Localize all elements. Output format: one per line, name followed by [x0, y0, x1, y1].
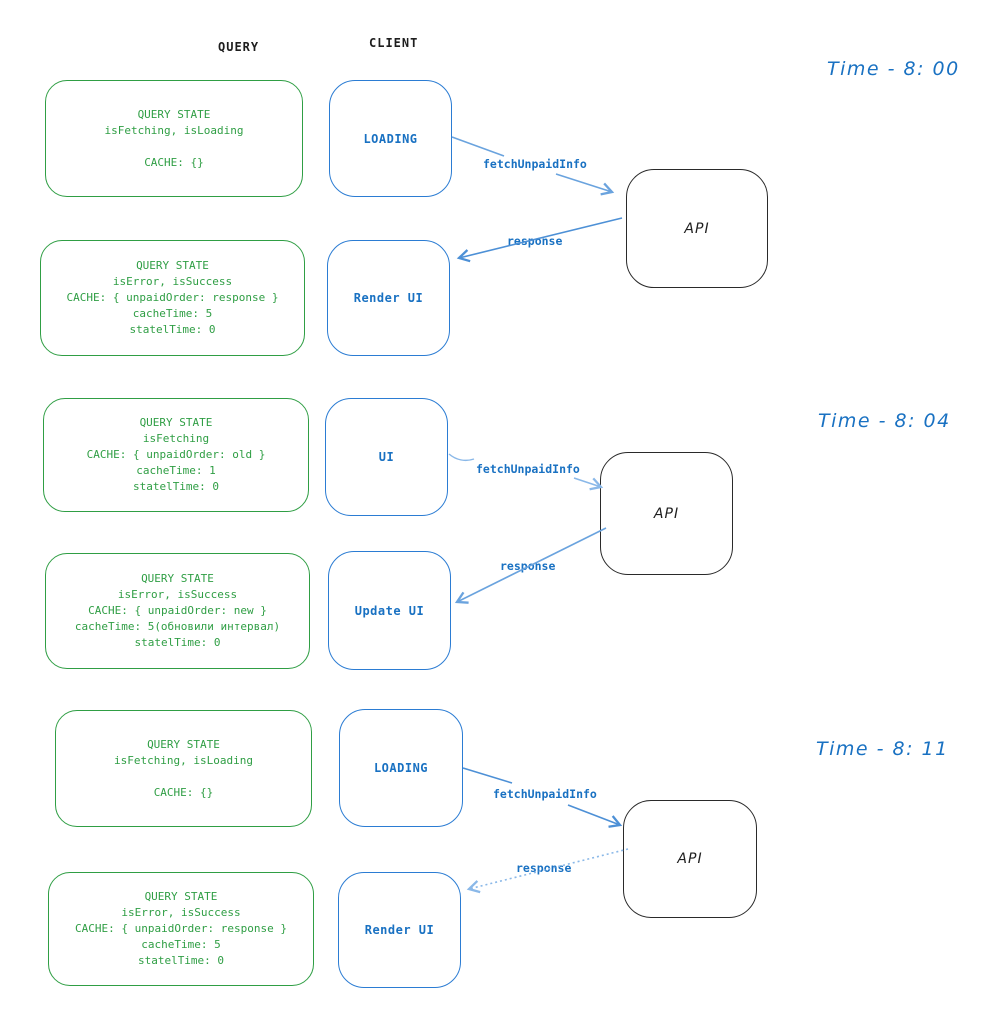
- time-label-804: Time - 8: 04: [818, 410, 951, 432]
- time-label-811: Time - 8: 11: [816, 738, 949, 760]
- query-state-box: QUERY STATE isFetching, isLoading CACHE:…: [55, 710, 312, 827]
- query-state-line: cacheTime: 5(обновили интервал): [74, 620, 281, 633]
- client-box-label: Render UI: [364, 923, 435, 937]
- query-state-line: QUERY STATE: [137, 107, 211, 121]
- query-state-line: isError, isSuccess: [121, 906, 241, 919]
- query-state-box: QUERY STATE isError, isSuccess CACHE: { …: [40, 240, 305, 356]
- query-state-box: QUERY STATE isFetching, isLoading CACHE:…: [45, 80, 303, 197]
- query-state-line: statelTime: 0: [132, 480, 220, 493]
- query-state-line: cacheTime: 1: [136, 464, 216, 477]
- query-state-line: QUERY STATE: [139, 416, 213, 429]
- api-box-label: API: [653, 505, 680, 522]
- fetch-arrow-label: fetchUnpaidInfo: [491, 787, 599, 801]
- query-state-line: CACHE: {}: [153, 785, 214, 799]
- query-state-box: QUERY STATE isFetching CACHE: { unpaidOr…: [43, 398, 309, 512]
- query-state-line: CACHE: { unpaidOrder: new }: [88, 604, 267, 617]
- query-state-line: cacheTime: 5: [141, 938, 221, 951]
- api-box-label: API: [684, 220, 710, 237]
- api-box: API: [600, 452, 733, 575]
- query-state-line: isError, isSuccess: [117, 588, 238, 601]
- client-box-ui: UI: [325, 398, 448, 516]
- response-arrow-label: response: [514, 861, 574, 875]
- query-state-line: isFetching, isLoading: [113, 753, 254, 767]
- fetch-arrow-head: [573, 477, 604, 491]
- query-state-line: QUERY STATE: [144, 890, 218, 903]
- query-state-line: statelTime: 0: [129, 323, 216, 336]
- query-state-line: CACHE: { unpaidOrder: response }: [66, 291, 279, 304]
- query-state-box: QUERY STATE isError, isSuccess CACHE: { …: [48, 872, 314, 986]
- fetch-arrow: [451, 136, 505, 157]
- api-box-label: API: [677, 851, 703, 867]
- api-box: API: [623, 800, 757, 918]
- query-state-line: QUERY STATE: [147, 737, 220, 751]
- query-state-line: statelTime: 0: [134, 636, 221, 649]
- query-state-line: QUERY STATE: [136, 259, 209, 272]
- query-state-line: cacheTime: 5: [132, 307, 213, 320]
- client-box-label: Render UI: [353, 291, 424, 305]
- query-state-line: CACHE: { unpaidOrder: response }: [75, 922, 287, 935]
- query-state-line: CACHE: {}: [144, 155, 204, 169]
- fetch-arrow-label: fetchUnpaidInfo: [474, 462, 582, 476]
- fetch-arrow-head: [567, 804, 623, 828]
- fetch-arrow-label: fetchUnpaidInfo: [481, 157, 589, 171]
- query-state-line: isFetching: [142, 432, 210, 445]
- client-box-label: UI: [378, 450, 395, 464]
- client-box-label: LOADING: [373, 761, 429, 775]
- fetch-arrow-head: [555, 173, 615, 196]
- response-arrow-label: response: [505, 234, 565, 248]
- client-box-label: LOADING: [363, 131, 418, 146]
- query-state-line: CACHE: { unpaidOrder: old }: [86, 448, 266, 461]
- client-box-update-ui: Update UI: [328, 551, 451, 670]
- client-box-render-ui: Render UI: [338, 872, 461, 988]
- query-state-line: QUERY STATE: [141, 572, 214, 585]
- client-box-loading: LOADING: [329, 80, 452, 197]
- client-box-render-ui: Render UI: [327, 240, 450, 356]
- client-box-loading: LOADING: [339, 709, 463, 827]
- api-box: API: [626, 169, 768, 288]
- response-arrow-label: response: [498, 559, 558, 573]
- fetch-arrow: [462, 767, 513, 784]
- query-state-line: isFetching, isLoading: [104, 123, 244, 137]
- query-state-box: QUERY STATE isError, isSuccess CACHE: { …: [45, 553, 310, 669]
- time-label-800: Time - 8: 00: [827, 58, 960, 80]
- query-state-line: statelTime: 0: [137, 954, 225, 967]
- query-state-line: isError, isSuccess: [112, 275, 233, 288]
- client-column-header: CLIENT: [369, 36, 419, 50]
- fetch-arrow: [448, 453, 475, 462]
- query-column-header: QUERY: [218, 40, 260, 54]
- client-box-label: Update UI: [354, 603, 425, 618]
